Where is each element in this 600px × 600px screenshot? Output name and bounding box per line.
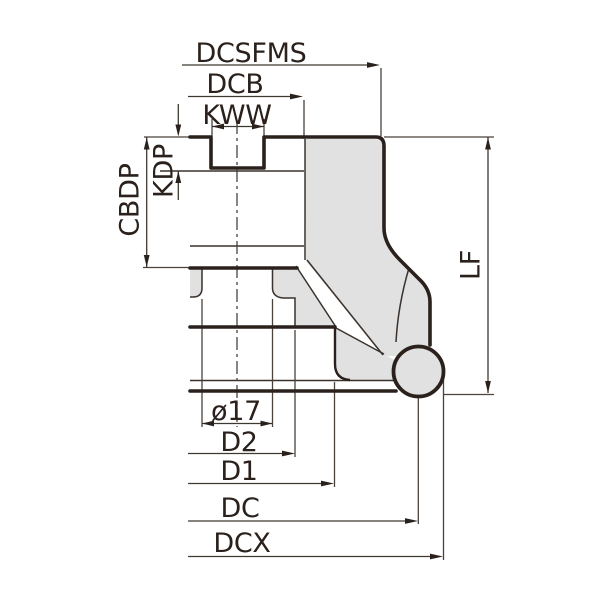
arrow-d2 [282,450,295,457]
arrow-dcsfms [367,62,380,68]
pocket-back-line [395,267,410,343]
label-d2: D2 [220,427,257,458]
floor-wedge-fill [272,267,336,327]
arrow-dcx [430,553,443,560]
arrow-cbdp-bottom [143,255,150,267]
arrow-kdp-bottom [175,171,182,183]
label-bore-dia: ø17 [211,396,261,427]
seat-wedge-fill [336,328,398,380]
bore-left-wall [190,268,203,298]
body-section-fill [305,139,430,356]
arrow-kdp-top [175,124,182,137]
arrow-lf-top [485,137,491,150]
seat-wedge-top-edge [335,327,385,355]
arrow-d1 [321,480,334,487]
label-dcx: DCX [213,528,270,559]
label-dcb: DCB [206,69,263,100]
pocket-slash-left-edge [295,265,337,328]
label-lf: LF [456,250,487,280]
label-kdp: KDP [149,144,180,198]
arrow-kww-right [252,123,264,130]
label-d1: D1 [220,456,257,487]
round-insert-circle [391,344,446,399]
label-kww: KWW [202,100,271,131]
label-cbdp: CBDP [115,163,146,236]
arrow-bore-right [260,420,273,427]
arrow-lf-bottom [485,381,491,393]
arrow-bore-left [202,420,214,427]
cutter-body-outline [188,135,432,347]
pocket-slash-right-edge [306,259,384,356]
insert-seat-step [333,327,351,382]
label-dcsfms: DCSFMS [196,38,307,69]
arrow-cbdp-top [143,137,150,150]
bore-right-wall [271,268,296,327]
label-dc: DC [220,493,259,524]
left-strip-fill [190,268,202,297]
arrow-dc [405,518,418,524]
arrow-dcb [290,93,303,100]
arrow-kww-left [212,123,224,130]
